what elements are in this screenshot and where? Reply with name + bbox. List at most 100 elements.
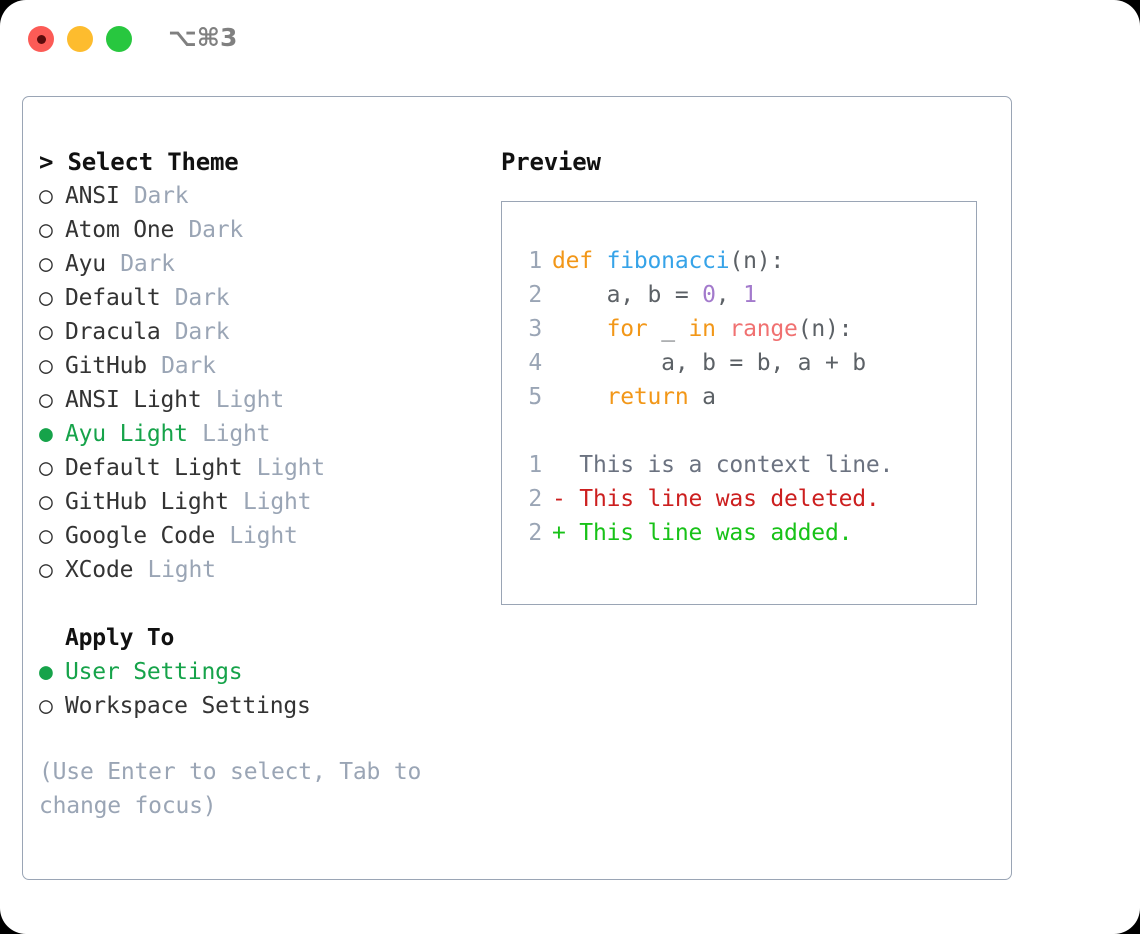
code-line-number: 5 xyxy=(528,384,542,410)
diff-line-context: 1 This is a context line. xyxy=(518,448,968,482)
radio-selected-icon: ● xyxy=(39,659,53,685)
theme-option-default[interactable]: ○ Default Dark xyxy=(39,281,489,315)
radio-unselected-icon: ○ xyxy=(39,251,53,277)
code-diff-spacer xyxy=(518,414,968,448)
diff-line-sign: + xyxy=(552,520,566,546)
code-token-kw: for xyxy=(606,316,648,342)
theme-option-tag: Dark xyxy=(174,285,230,311)
code-token-plain: a xyxy=(688,384,716,410)
code-token-plain: , xyxy=(715,282,744,308)
radio-unselected-icon: ○ xyxy=(39,183,53,209)
diff-line-text: This is a context line. xyxy=(565,452,894,478)
theme-option-ansi[interactable]: ○ ANSI Dark xyxy=(39,179,489,213)
diff-snippet: 1 This is a context line.2- This line wa… xyxy=(518,448,968,550)
apply-to-option-label: User Settings xyxy=(65,659,243,685)
theme-option-tag: Dark xyxy=(188,217,244,243)
apply-to-option-workspace-settings[interactable]: ○ Workspace Settings xyxy=(39,689,489,723)
theme-option-label: GitHub xyxy=(65,353,147,379)
theme-option-tag: Dark xyxy=(120,251,175,277)
theme-option-label: ANSI xyxy=(65,183,120,209)
radio-unselected-icon: ○ xyxy=(39,217,53,243)
theme-option-tag: Light xyxy=(215,387,284,413)
radio-unselected-icon: ○ xyxy=(39,455,53,481)
theme-option-label: Atom One xyxy=(65,217,175,243)
minimize-button[interactable] xyxy=(67,26,93,52)
diff-line-text: This line was added. xyxy=(565,520,853,546)
code-token-plain: a, b = b, a + b xyxy=(552,350,866,376)
section-spacer xyxy=(39,587,489,621)
diff-line-sign xyxy=(552,448,566,482)
code-token-kw: return xyxy=(606,384,689,410)
code-line: 5 return a xyxy=(518,380,968,414)
code-line-text: for _ in range(n): xyxy=(552,312,853,346)
preview-heading: Preview xyxy=(501,148,601,176)
theme-option-tag: Dark xyxy=(133,183,189,209)
maximize-button[interactable] xyxy=(106,26,132,52)
code-token-plain xyxy=(716,316,730,342)
code-line-number: 1 xyxy=(528,248,542,274)
recording-indicator-icon xyxy=(36,34,46,44)
radio-unselected-icon: ○ xyxy=(39,489,53,515)
code-line: 2 a, b = 0, 1 xyxy=(518,278,968,312)
theme-option-tag: Light xyxy=(202,421,271,447)
theme-option-label: Default xyxy=(65,285,161,311)
diff-line-number: 2 xyxy=(528,486,542,512)
code-token-plain xyxy=(552,316,607,342)
theme-option-tag: Light xyxy=(229,523,298,549)
radio-unselected-icon: ○ xyxy=(39,693,53,719)
code-line-number: 4 xyxy=(528,350,542,376)
radio-unselected-icon: ○ xyxy=(39,285,53,311)
code-token-fn: fibonacci xyxy=(606,248,730,274)
code-line-text: a, b = b, a + b xyxy=(552,346,866,380)
apply-to-option-user-settings[interactable]: ● User Settings xyxy=(39,655,489,689)
theme-option-github-light[interactable]: ○ GitHub Light Light xyxy=(39,485,489,519)
code-token-call: range xyxy=(729,316,798,342)
code-line-text: return a xyxy=(552,380,716,414)
diff-line-number: 1 xyxy=(528,452,542,478)
radio-unselected-icon: ○ xyxy=(39,387,53,413)
window-titlebar: ⌥⌘3 xyxy=(0,0,1140,78)
code-token-plain: _ xyxy=(647,316,689,342)
theme-option-label: GitHub Light xyxy=(65,489,229,515)
diff-line-number: 2 xyxy=(528,520,542,546)
theme-option-ayu-light[interactable]: ● Ayu Light Light xyxy=(39,417,489,451)
diff-line-added: 2 + This line was added. xyxy=(518,516,968,550)
theme-option-atom-one[interactable]: ○ Atom One Dark xyxy=(39,213,489,247)
theme-option-label: XCode xyxy=(65,557,134,583)
code-token-num: 0 xyxy=(702,282,716,308)
theme-option-label: Ayu xyxy=(65,251,106,277)
code-line-text: a, b = 0, 1 xyxy=(552,278,757,312)
theme-option-tag: Light xyxy=(243,489,312,515)
code-line: 1 def fibonacci(n): xyxy=(518,244,968,278)
code-token-plain: a, b = xyxy=(552,282,703,308)
radio-unselected-icon: ○ xyxy=(39,557,53,583)
apply-to-option-label: Workspace Settings xyxy=(65,693,311,719)
theme-option-tag: Dark xyxy=(174,319,230,345)
theme-option-label: Google Code xyxy=(65,523,216,549)
code-token-punc: (n): xyxy=(729,248,785,274)
close-button[interactable] xyxy=(28,26,54,52)
apply-to-heading: Apply To xyxy=(65,625,175,651)
theme-option-label: Ayu Light xyxy=(65,421,188,447)
keyboard-hint-text: (Use Enter to select, Tab to change focu… xyxy=(39,759,422,819)
code-token-num: 1 xyxy=(743,282,757,308)
theme-option-ayu[interactable]: ○ Ayu Dark xyxy=(39,247,489,281)
code-token-kw: def xyxy=(552,248,607,274)
radio-selected-icon: ● xyxy=(39,421,53,447)
radio-unselected-icon: ○ xyxy=(39,353,53,379)
code-line: 4 a, b = b, a + b xyxy=(518,346,968,380)
